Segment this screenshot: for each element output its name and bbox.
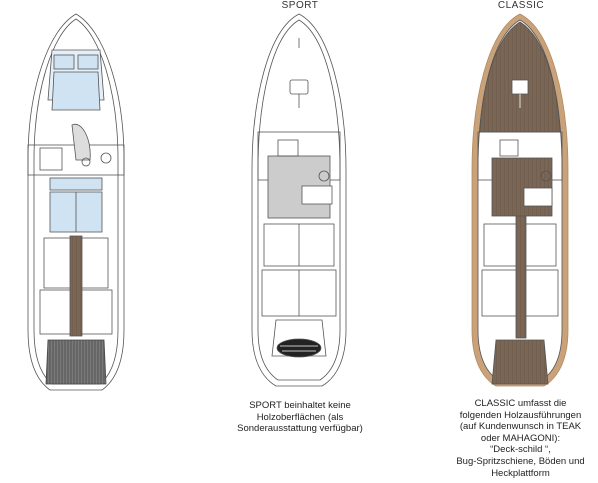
sport-caption: SPORT beinhaltet keine Holzoberflächen (… (200, 400, 400, 435)
sport-caption-line: SPORT beinhaltet keine (249, 400, 351, 411)
sport-caption-line: Holzoberflächen (als (256, 411, 344, 423)
classic-caption-line: folgenden Holzausführungen (459, 409, 582, 421)
classic-caption-line: Heckplattform (491, 467, 550, 479)
sport-caption-line: Sonderausstattung verfügbar) (237, 423, 363, 435)
classic-caption-line: Bug-Spritzschiene, Böden und (456, 455, 585, 467)
classic-caption-line: oder MAHAGONI): (480, 432, 561, 444)
classic-caption: CLASSIC umfasst die folgenden Holzausfüh… (433, 398, 598, 479)
layout-boat (27, 13, 125, 391)
sport-label: SPORT (281, 0, 319, 11)
classic-caption-line: “Deck-schild “, (490, 444, 551, 456)
classic-label: CLASSIC (497, 0, 545, 11)
classic-boat (471, 13, 569, 387)
classic-caption-line: (auf Kundenwunsch in TEAK (459, 421, 582, 433)
classic-caption-line: CLASSIC umfasst die (474, 398, 567, 409)
sport-boat (251, 13, 347, 387)
